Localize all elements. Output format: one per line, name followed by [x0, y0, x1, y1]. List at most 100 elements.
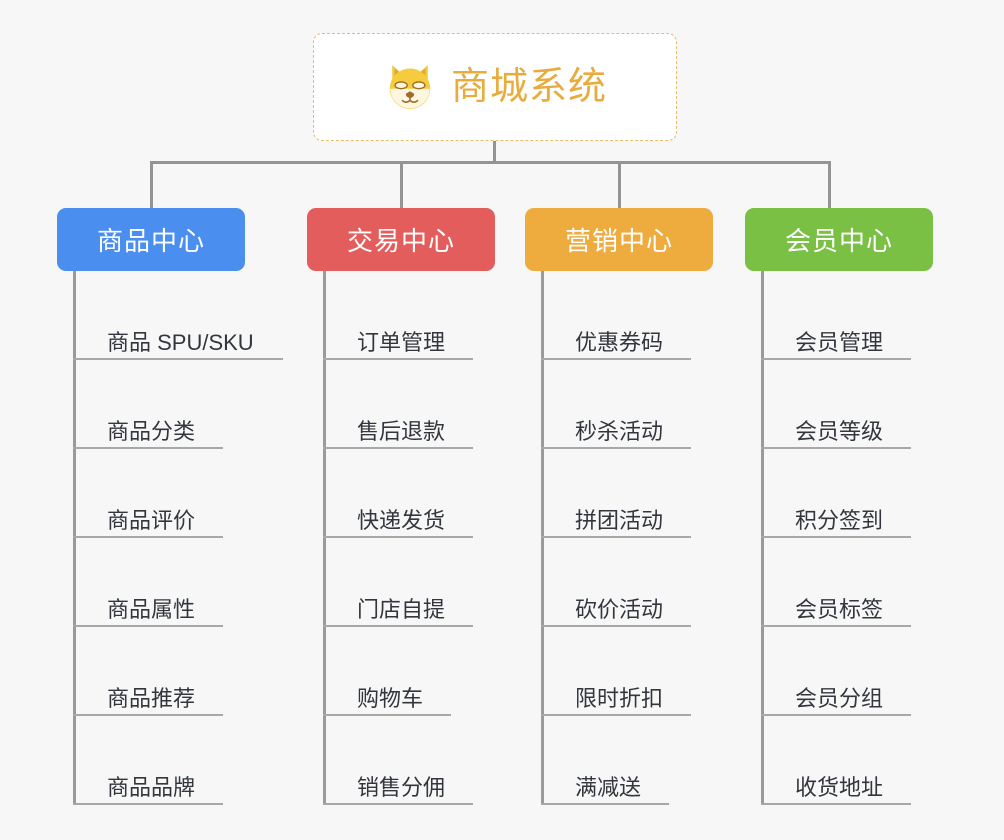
list-item-label: 售后退款	[357, 418, 446, 444]
list-item[interactable]: 销售分佣	[323, 716, 495, 805]
list-item[interactable]: 商品评价	[73, 449, 245, 538]
root-title: 商城系统	[450, 66, 607, 108]
branch-trade-center: 交易中心 订单管理 售后退款 快递发货 门店自提 购物车	[307, 208, 495, 805]
list-item[interactable]: 商品属性	[73, 538, 245, 627]
list-item-rule	[761, 802, 911, 805]
list-item[interactable]: 拼团活动	[541, 449, 713, 538]
list-item-rule	[323, 802, 473, 805]
list-item-label: 积分签到	[795, 507, 884, 533]
list-item-rule	[541, 802, 669, 805]
list-item-rule	[323, 446, 473, 449]
list-item-label: 商品 SPU/SKU	[107, 329, 254, 355]
leaf-list-trade-center: 订单管理 售后退款 快递发货 门店自提 购物车 销售分佣	[323, 271, 495, 805]
list-item-label: 会员标签	[795, 596, 884, 622]
list-item[interactable]: 商品 SPU/SKU	[73, 271, 283, 360]
list-item-rule	[323, 624, 473, 627]
list-item-rule	[73, 535, 223, 538]
list-item[interactable]: 会员标签	[761, 538, 933, 627]
list-item-label: 秒杀活动	[575, 418, 664, 444]
list-item-rule	[541, 713, 691, 716]
branch-header-label: 商品中心	[96, 226, 205, 256]
list-item-label: 门店自提	[357, 596, 446, 622]
list-item-label: 优惠券码	[575, 329, 664, 355]
list-item-rule	[541, 357, 691, 360]
branch-header-label: 交易中心	[346, 226, 455, 256]
list-item-label: 收货地址	[795, 774, 884, 800]
connector-root-stem	[493, 141, 496, 163]
list-item-label: 商品分类	[107, 418, 196, 444]
list-item[interactable]: 快递发货	[323, 449, 495, 538]
list-item-rule	[761, 357, 911, 360]
list-item-label: 满减送	[575, 774, 642, 800]
branch-product-center: 商品中心 商品 SPU/SKU 商品分类 商品评价 商品属性 商品推荐	[57, 208, 283, 805]
list-item[interactable]: 购物车	[323, 627, 495, 716]
connector-drop-2	[400, 161, 403, 209]
list-item-label: 会员分组	[795, 685, 884, 711]
list-item[interactable]: 积分签到	[761, 449, 933, 538]
list-item-rule	[541, 535, 691, 538]
list-item-rule	[73, 446, 223, 449]
list-item-rule	[323, 535, 473, 538]
list-item[interactable]: 售后退款	[323, 360, 495, 449]
leaf-list-marketing-center: 优惠券码 秒杀活动 拼团活动 砍价活动 限时折扣 满减送	[541, 271, 713, 805]
branch-member-center: 会员中心 会员管理 会员等级 积分签到 会员标签 会员分组	[745, 208, 933, 805]
branch-spine	[73, 271, 76, 805]
list-item-label: 会员等级	[795, 418, 884, 444]
list-item[interactable]: 会员分组	[761, 627, 933, 716]
list-item-label: 商品属性	[107, 596, 196, 622]
branch-header-product-center[interactable]: 商品中心	[57, 208, 245, 271]
connector-drop-1	[150, 161, 153, 209]
list-item[interactable]: 会员管理	[761, 271, 933, 360]
list-item-rule	[323, 713, 451, 716]
shiba-dog-face-icon	[383, 60, 437, 114]
list-item-rule	[73, 802, 223, 805]
branch-header-marketing-center[interactable]: 营销中心	[525, 208, 713, 271]
list-item[interactable]: 限时折扣	[541, 627, 713, 716]
list-item-label: 订单管理	[357, 329, 446, 355]
list-item[interactable]: 会员等级	[761, 360, 933, 449]
list-item-label: 限时折扣	[575, 685, 664, 711]
list-item[interactable]: 优惠券码	[541, 271, 713, 360]
list-item-label: 商品评价	[107, 507, 196, 533]
list-item[interactable]: 秒杀活动	[541, 360, 713, 449]
list-item-label: 销售分佣	[357, 774, 446, 800]
leaf-list-member-center: 会员管理 会员等级 积分签到 会员标签 会员分组 收货地址	[761, 271, 933, 805]
leaf-list-product-center: 商品 SPU/SKU 商品分类 商品评价 商品属性 商品推荐 商品品牌	[73, 271, 283, 805]
list-item-label: 砍价活动	[575, 596, 664, 622]
branch-marketing-center: 营销中心 优惠券码 秒杀活动 拼团活动 砍价活动 限时折扣	[525, 208, 713, 805]
connector-drop-4	[828, 161, 831, 209]
list-item-label: 会员管理	[795, 329, 884, 355]
list-item-rule	[73, 713, 223, 716]
branch-spine	[761, 271, 764, 805]
list-item-rule	[73, 624, 223, 627]
list-item[interactable]: 砍价活动	[541, 538, 713, 627]
branch-header-member-center[interactable]: 会员中心	[745, 208, 933, 271]
list-item[interactable]: 商品品牌	[73, 716, 245, 805]
list-item-rule	[761, 535, 911, 538]
branch-spine	[541, 271, 544, 805]
list-item-rule	[541, 446, 691, 449]
list-item-label: 购物车	[357, 685, 424, 711]
list-item-label: 快递发货	[357, 507, 446, 533]
list-item[interactable]: 商品分类	[73, 360, 245, 449]
list-item[interactable]: 满减送	[541, 716, 713, 805]
connector-horizontal-bus	[150, 161, 831, 164]
list-item-rule	[761, 624, 911, 627]
root-node[interactable]: 商城系统	[313, 33, 677, 141]
list-item[interactable]: 商品推荐	[73, 627, 245, 716]
list-item[interactable]: 门店自提	[323, 538, 495, 627]
branch-header-label: 营销中心	[564, 226, 673, 256]
connector-drop-3	[618, 161, 621, 209]
list-item-rule	[761, 713, 911, 716]
list-item-rule	[761, 446, 911, 449]
list-item-label: 商品推荐	[107, 685, 196, 711]
list-item-label: 商品品牌	[107, 774, 196, 800]
list-item-label: 拼团活动	[575, 507, 664, 533]
list-item-rule	[323, 357, 473, 360]
list-item-rule	[541, 624, 691, 627]
branch-spine	[323, 271, 326, 805]
list-item[interactable]: 订单管理	[323, 271, 495, 360]
branch-header-trade-center[interactable]: 交易中心	[307, 208, 495, 271]
list-item[interactable]: 收货地址	[761, 716, 933, 805]
